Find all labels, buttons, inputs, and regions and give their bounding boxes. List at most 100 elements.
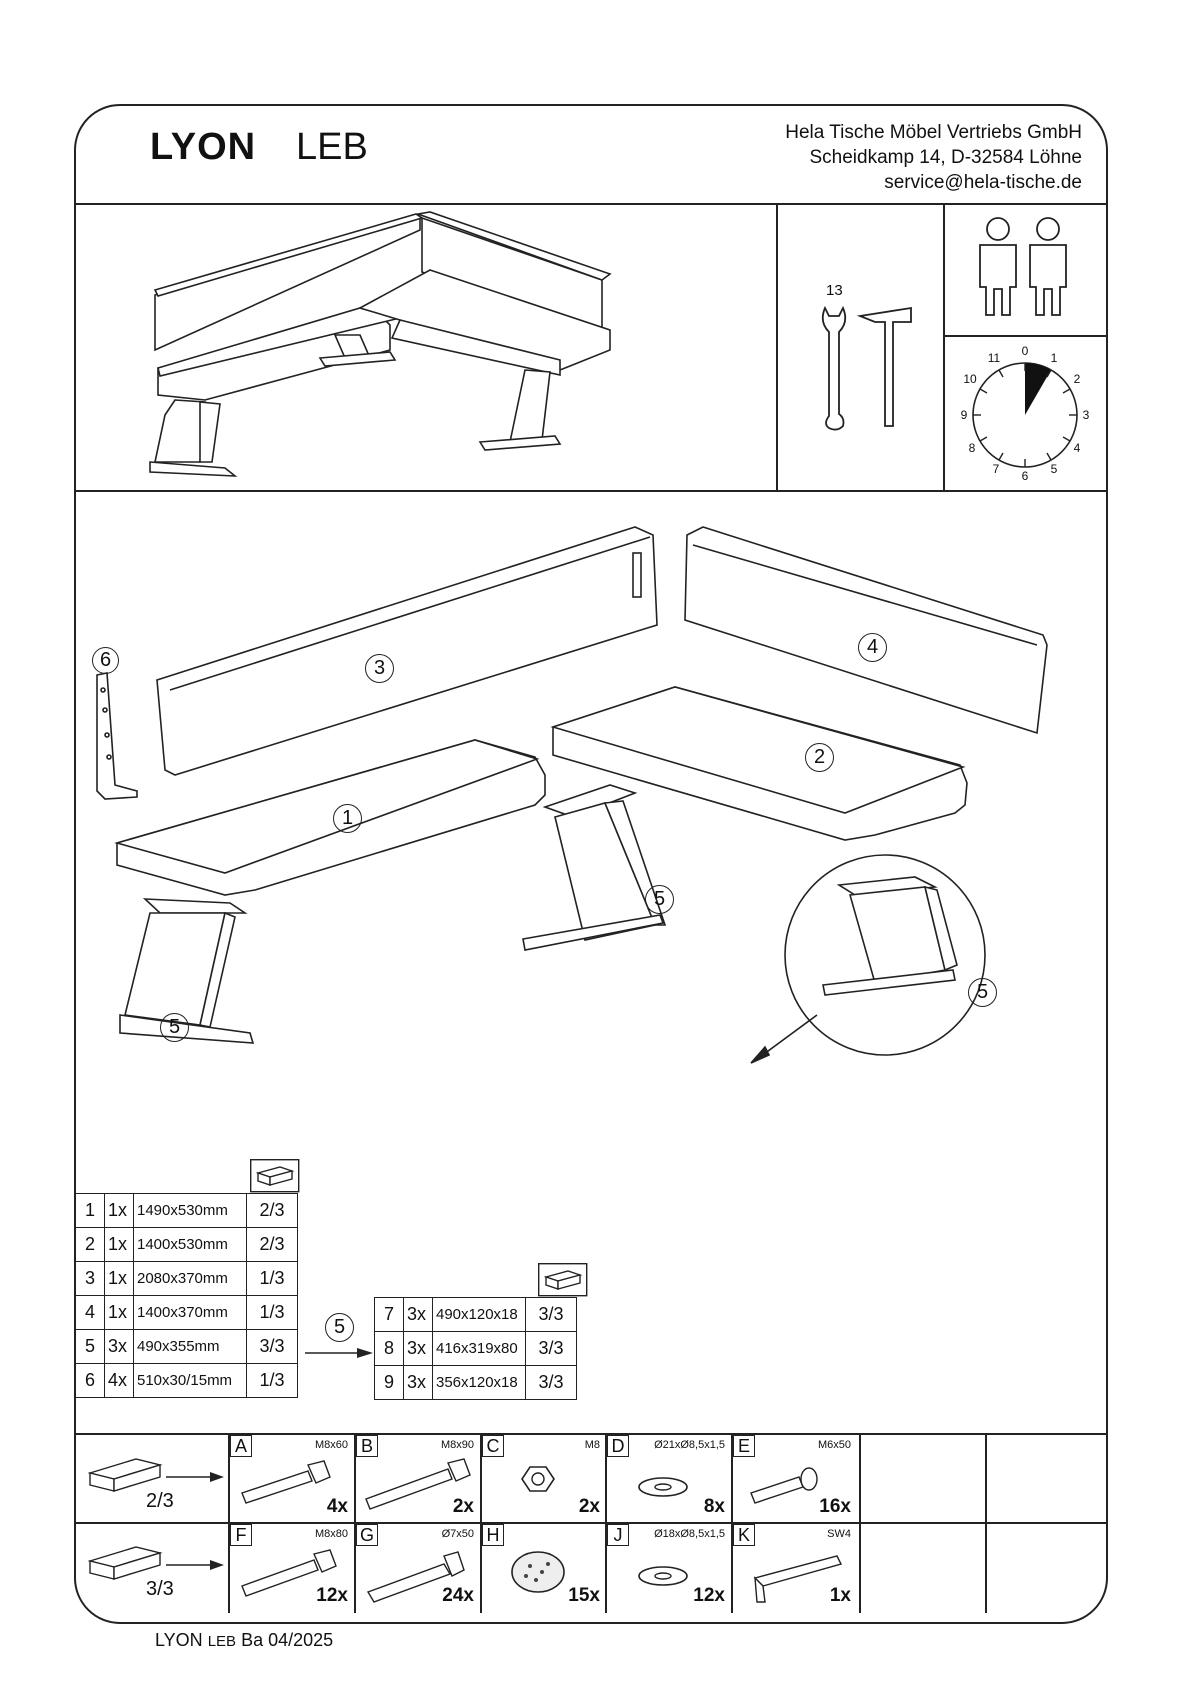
- hardware-count: 1x: [829, 1585, 851, 1606]
- company-address: Hela Tische Möbel Vertriebs GmbH Scheidk…: [662, 120, 1082, 195]
- box-icon: [538, 1263, 588, 1297]
- hardware-count: 12x: [693, 1585, 725, 1606]
- instruction-sheet-frame: [74, 104, 1108, 1624]
- clock-number: 4: [1074, 441, 1081, 455]
- table-cell-box: 3/3: [525, 1365, 577, 1400]
- hardware-letter: G: [356, 1524, 378, 1546]
- hardware-spec: Ø18xØ8,5x1,5: [654, 1528, 725, 1540]
- table-cell-box: 3/3: [525, 1297, 577, 1332]
- company-street: Scheidkamp 14, D-32584 Löhne: [809, 147, 1082, 168]
- table-cell-no: 3: [75, 1261, 105, 1296]
- table-cell-no: 8: [374, 1331, 404, 1366]
- hardware-col-divider: [228, 1433, 230, 1613]
- people-divider: [943, 203, 945, 490]
- hardware-cell: G Ø7x50 24x: [356, 1524, 480, 1611]
- hardware-spec: Ø7x50: [441, 1528, 474, 1540]
- table-cell-size: 1400x370mm: [133, 1295, 247, 1330]
- table-cell-qty: 3x: [403, 1331, 433, 1366]
- arrow-right-icon: [166, 1560, 224, 1570]
- hardware-letter: A: [230, 1435, 252, 1457]
- hardware-count: 2x: [578, 1496, 600, 1517]
- header-divider: [75, 203, 1107, 205]
- clock-number: 6: [1022, 469, 1029, 483]
- hardware-box-label: 3/3: [146, 1578, 174, 1600]
- hardware-letter: F: [230, 1524, 252, 1546]
- leg-detail-circle: [750, 854, 986, 1064]
- hammer-icon: [856, 306, 912, 427]
- clock-number: 2: [1074, 372, 1081, 386]
- table-cell-size: 490x120x18: [432, 1297, 526, 1332]
- washer-icon: [638, 1477, 688, 1497]
- two-persons-illustration: [979, 217, 1067, 316]
- part-label: 1: [333, 804, 362, 833]
- hardware-spec: SW4: [827, 1528, 851, 1540]
- hardware-count: 24x: [442, 1585, 474, 1606]
- part-4-short-backrest: [684, 526, 1048, 735]
- hardware-col-divider: [354, 1433, 356, 1613]
- footer-variant: LEB: [207, 1633, 237, 1650]
- footer-version: Ba 04/2025: [241, 1630, 334, 1650]
- table-cell-box: 3/3: [525, 1331, 577, 1366]
- table-cell-qty: 3x: [403, 1365, 433, 1400]
- overview-divider: [75, 490, 1107, 492]
- nut-icon: [521, 1466, 555, 1492]
- table-cell-size: 1400x530mm: [133, 1227, 247, 1262]
- table-cell-box: 1/3: [246, 1295, 298, 1330]
- clock-number: 0: [1022, 344, 1029, 358]
- arrow-right-icon: [305, 1348, 373, 1358]
- clock-number: 10: [963, 372, 977, 386]
- footer: LYON LEB Ba 04/2025: [155, 1630, 333, 1651]
- table-cell-qty: 1x: [104, 1295, 134, 1330]
- hardware-letter: H: [482, 1524, 504, 1546]
- table-cell-size: 490x355mm: [133, 1329, 247, 1364]
- hardware-top-divider: [75, 1433, 1107, 1435]
- sub-table-reference: 5: [325, 1313, 354, 1342]
- hardware-letter: B: [356, 1435, 378, 1457]
- person-icon: [1029, 217, 1067, 316]
- part-label: 5: [968, 978, 997, 1007]
- clock-number: 11: [988, 351, 1001, 365]
- table-cell-box: 2/3: [246, 1227, 298, 1262]
- table-cell-no: 9: [374, 1365, 404, 1400]
- table-cell-size: 510x30/15mm: [133, 1363, 247, 1398]
- tools-illustration: [821, 305, 912, 431]
- felt-pad-icon: [511, 1551, 565, 1593]
- hardware-count: 4x: [326, 1496, 348, 1517]
- assembly-time-clock: 0 1 2 3 4 5 6 7 8 9 10 11: [961, 344, 1090, 483]
- hardware-letter: C: [482, 1435, 504, 1457]
- table-cell-no: 1: [75, 1193, 105, 1228]
- washer-icon: [638, 1566, 688, 1586]
- time-segment-icon: [1025, 363, 1051, 415]
- table-cell-box: 2/3: [246, 1193, 298, 1228]
- assembled-bench-illustration: [149, 211, 612, 477]
- hardware-count: 16x: [819, 1496, 851, 1517]
- clock-number: 3: [1083, 408, 1090, 422]
- part-2-short-seat: [550, 686, 968, 841]
- exploded-parts-illustration: [96, 526, 1048, 1064]
- clock-number: 9: [961, 408, 968, 422]
- screw-icon: [750, 1467, 818, 1504]
- hardware-letter: D: [607, 1435, 629, 1457]
- bolt-short-icon: [241, 1460, 331, 1504]
- bolt-medium-icon: [241, 1549, 337, 1597]
- part-label: 3: [365, 654, 394, 683]
- hardware-count: 12x: [316, 1585, 348, 1606]
- part-1-long-seat: [114, 739, 546, 896]
- bolt-long-icon: [365, 1458, 471, 1510]
- table-cell-box: 3/3: [246, 1329, 298, 1364]
- tools-divider: [776, 203, 778, 490]
- arrow-right-icon: [166, 1472, 224, 1482]
